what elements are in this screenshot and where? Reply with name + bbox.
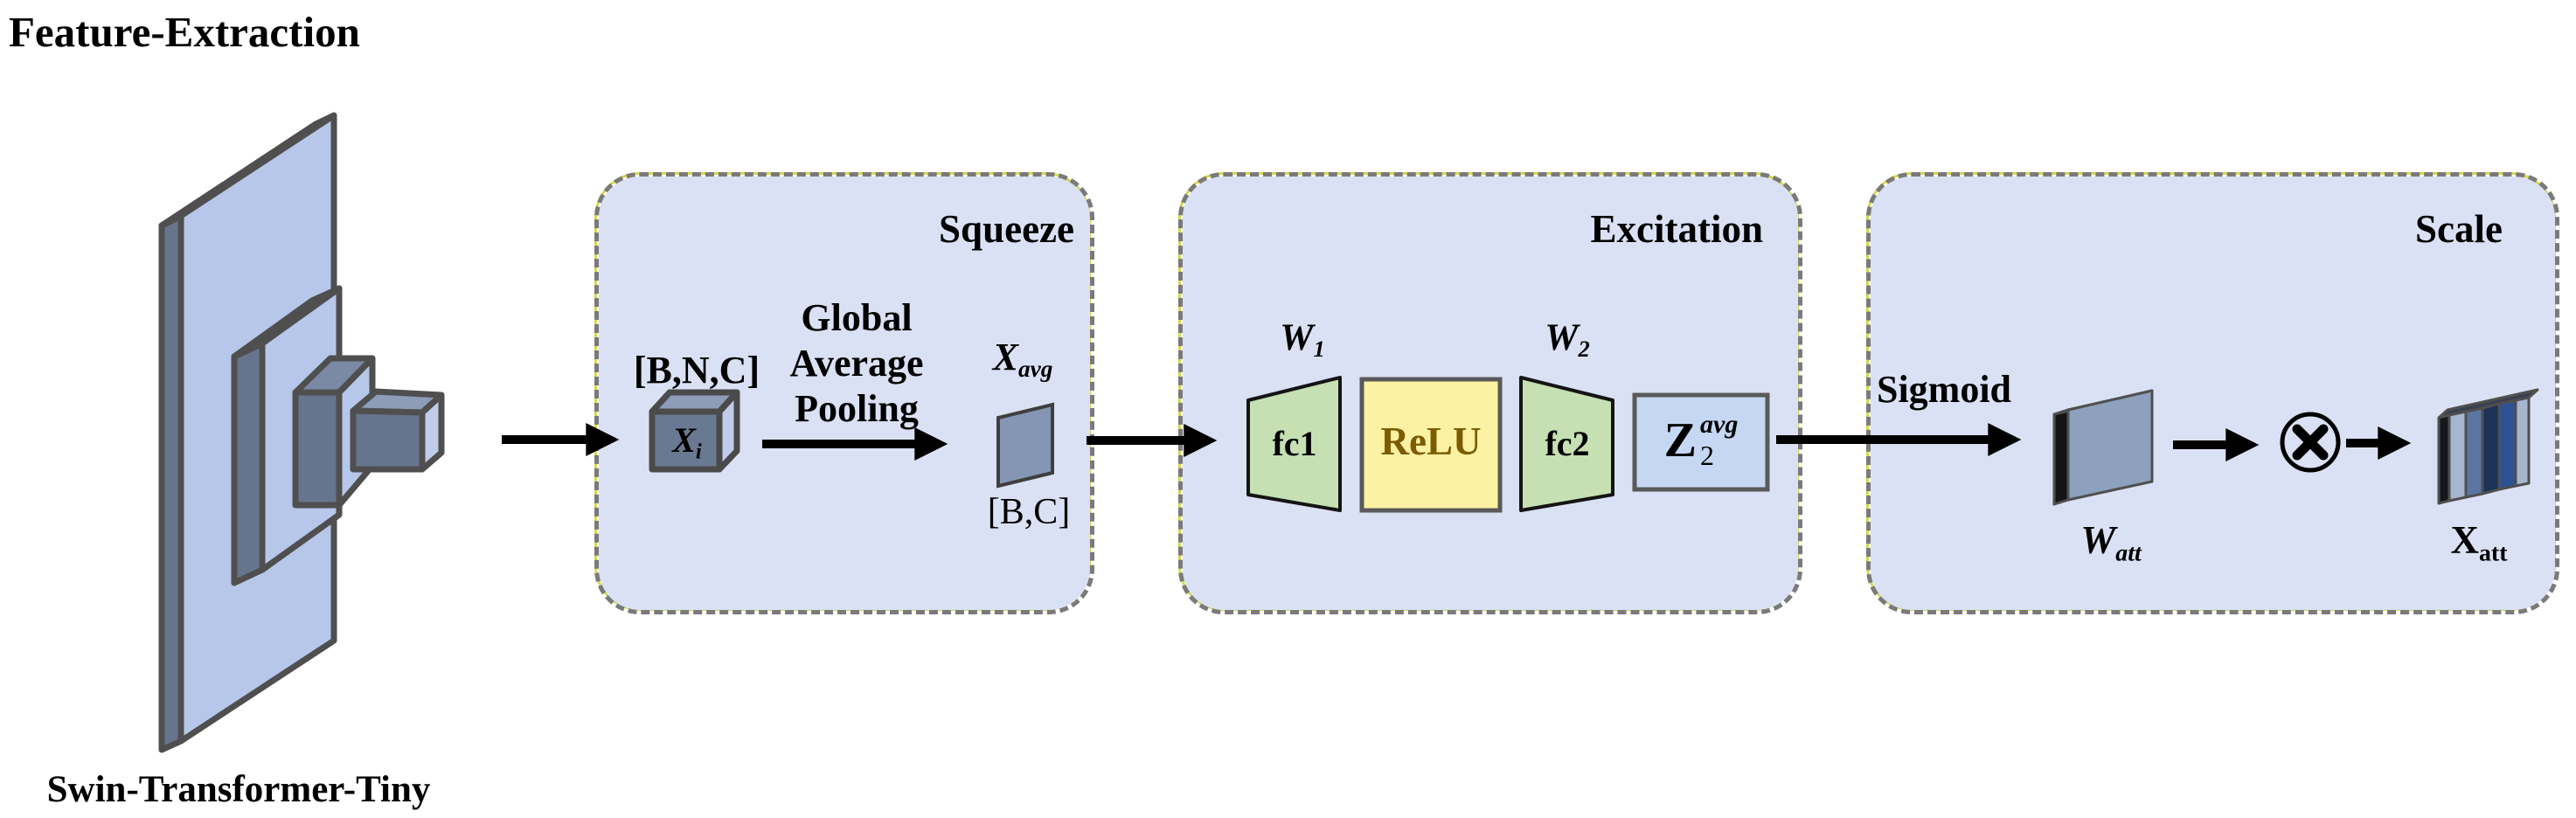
slab-top-face: [292, 355, 376, 396]
xatt-label: Xatt: [2450, 518, 2508, 567]
input-dims-label: [B,N,C]: [633, 349, 760, 392]
slab-front-face: [177, 112, 337, 745]
slab-front-face: [292, 389, 343, 509]
gap-label: Global Average Pooling: [789, 296, 924, 430]
squeeze-panel-title: Squeeze: [939, 207, 1074, 251]
page-title: Feature-Extraction: [9, 8, 360, 56]
fc2-label: fc2: [1545, 424, 1590, 463]
swin-slab-4: [350, 388, 445, 473]
slab-side-face: [231, 340, 266, 586]
excitation-panel: Excitation: [1178, 172, 1802, 614]
slab-top-face: [158, 112, 337, 229]
fc1-label: fc1: [1272, 424, 1317, 463]
watt-label: Watt: [2080, 518, 2142, 567]
slab-top-face: [231, 285, 343, 360]
w2-label: W2: [1545, 317, 1590, 362]
excitation-panel-title: Excitation: [1590, 207, 1764, 251]
slab-top-face: [350, 388, 445, 416]
swin-feature-stack: [158, 112, 445, 753]
swin-slab-1: [158, 112, 337, 753]
xi-label: Xi: [672, 420, 702, 464]
xavg-label: Xavg: [992, 336, 1053, 383]
swin-slab-3: [292, 355, 376, 509]
slab-front-face: [350, 407, 426, 473]
sigmoid-label: Sigmoid: [1876, 368, 2012, 411]
w1-label: W1: [1280, 317, 1325, 362]
slab-right-face: [336, 355, 376, 509]
output-dims-label: [B,C]: [987, 492, 1071, 532]
relu-label: ReLU: [1380, 419, 1482, 463]
slab-right-face: [419, 392, 445, 473]
scale-panel-title: Scale: [2415, 207, 2503, 251]
swin-label: Swin-Transformer-Tiny: [46, 769, 431, 810]
z-label: Z avg 2: [1663, 410, 1739, 471]
swin-slab-2: [231, 285, 343, 586]
slab-side-face: [158, 212, 184, 753]
slab-front-face: [259, 285, 343, 573]
